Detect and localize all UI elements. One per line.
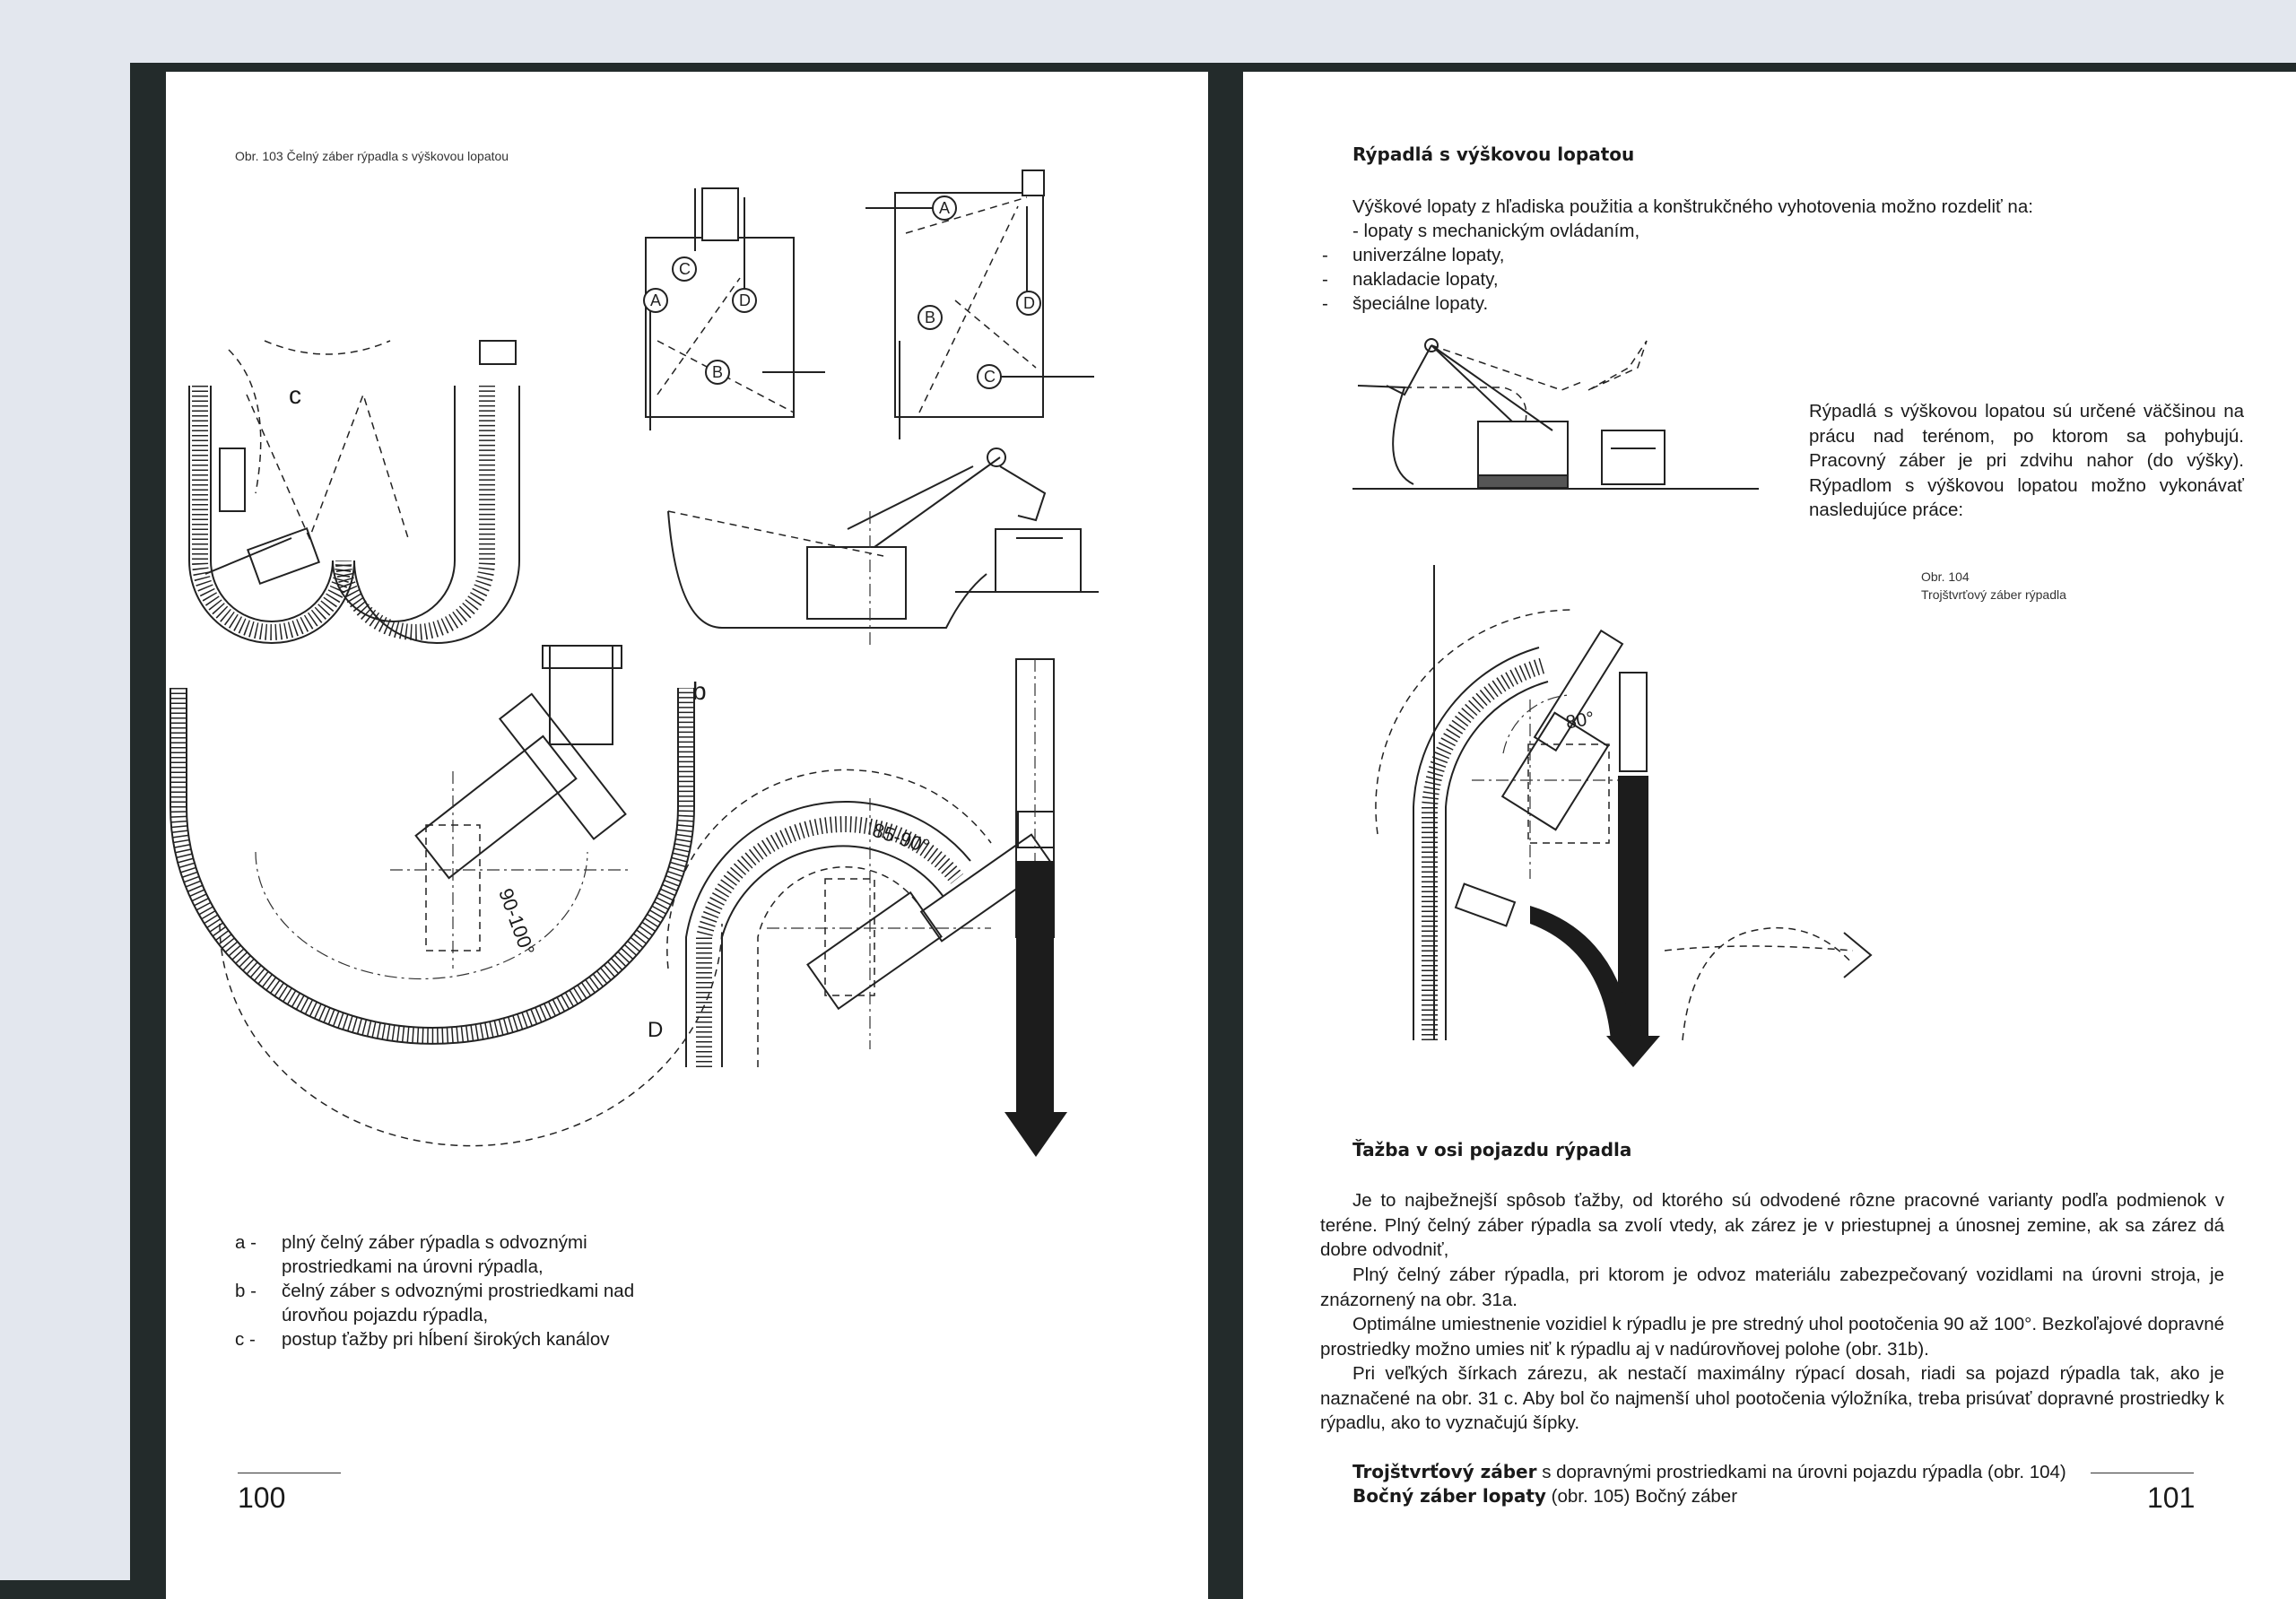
right-page: Rýpadlá s výškovou lopatou Výškové lopat… [1243,72,2296,1599]
heading-axis-excavation: Ťažba v osi pojazdu rýpadla [1352,1139,1632,1160]
legend-item-c: c - postup ťažby pri hĺbení širokých kan… [235,1329,610,1350]
figure-104-caption-number: Obr. 104 [1921,569,1970,584]
bubble-b: B [712,363,723,381]
bubble-c2: C [984,368,996,386]
figure-excavator-side-view [667,448,1099,646]
figure-b-truck-above-level [666,658,1067,1157]
figure-label-c: c [289,381,301,409]
left-page: Obr. 103 Čelný záber rýpadla s výškovou … [166,72,1208,1599]
paragraph-4: Pri veľkých šírkach zárezu, ak nestačí m… [1320,1363,2224,1433]
figure-a-full-face-cut [170,645,723,1147]
page-number: 101 [2147,1482,2196,1514]
bubble-c: C [679,260,691,278]
figure-103-caption: Obr. 103 Čelný záber rýpadla s výškovou … [235,149,509,163]
figure-pit-pattern-a: C D A B [643,187,825,430]
legend-item-b: b - čelný záber s odvoznými prostriedkam… [235,1281,635,1325]
figure-104-caption-title: Trojštvrťový záber rýpadla [1921,587,2066,602]
paragraph-3: Optimálne umiestnenie vozidiel k rýpadlu… [1320,1314,2224,1360]
figure-c-canal-excavation [188,340,520,644]
legend-item-a: a - plný čelný záber rýpadla s odvoznými… [235,1232,587,1277]
list-item-mechanical: - lopaty s mechanickým ovládaním, [1352,221,1640,241]
figure-shovel-side-view [1352,338,1759,490]
page-number: 100 [238,1482,286,1514]
figure-104-three-quarter-cut [1375,565,1873,1067]
figure-label-b: b [692,677,707,705]
binding-bottom-left [0,1580,170,1599]
bubble-d2: D [1023,294,1035,312]
figure-pit-pattern-b: A B D C [865,169,1094,439]
book-spine [1208,65,1244,1599]
bubble-a: A [650,291,661,309]
bubble-d: D [739,291,751,309]
list-item-universal: -univerzálne lopaty, [1322,245,1505,265]
list-item-special: -špeciálne lopaty. [1322,293,1489,314]
paragraph-2: Plný čelný záber rýpadla, pri ktorom je … [1320,1264,2224,1310]
summary-three-quarter: Trojštvrťový záber s dopravnými prostrie… [1352,1461,2066,1482]
intro-text: Výškové lopaty z hľadiska použitia a kon… [1352,196,2033,217]
paragraph-1: Je to najbežnejší spôsob ťažby, od ktoré… [1320,1190,2224,1260]
bubble-a2: A [939,199,950,217]
list-item-loading: -nakladacie lopaty, [1322,269,1499,290]
binding-top-strip [130,63,2296,74]
heading-shovel-excavators: Rýpadlá s výškovou lopatou [1352,143,1635,165]
side-text-shovel-usage: Rýpadlá s výškovou lopatou sú určené väč… [1809,401,2244,520]
binding-left-edge [130,65,170,1599]
summary-side-cut: Bočný záber lopaty (obr. 105) Bočný zábe… [1352,1485,1738,1507]
bubble-b2: B [925,309,935,326]
figure-label-d: D [648,1018,664,1042]
